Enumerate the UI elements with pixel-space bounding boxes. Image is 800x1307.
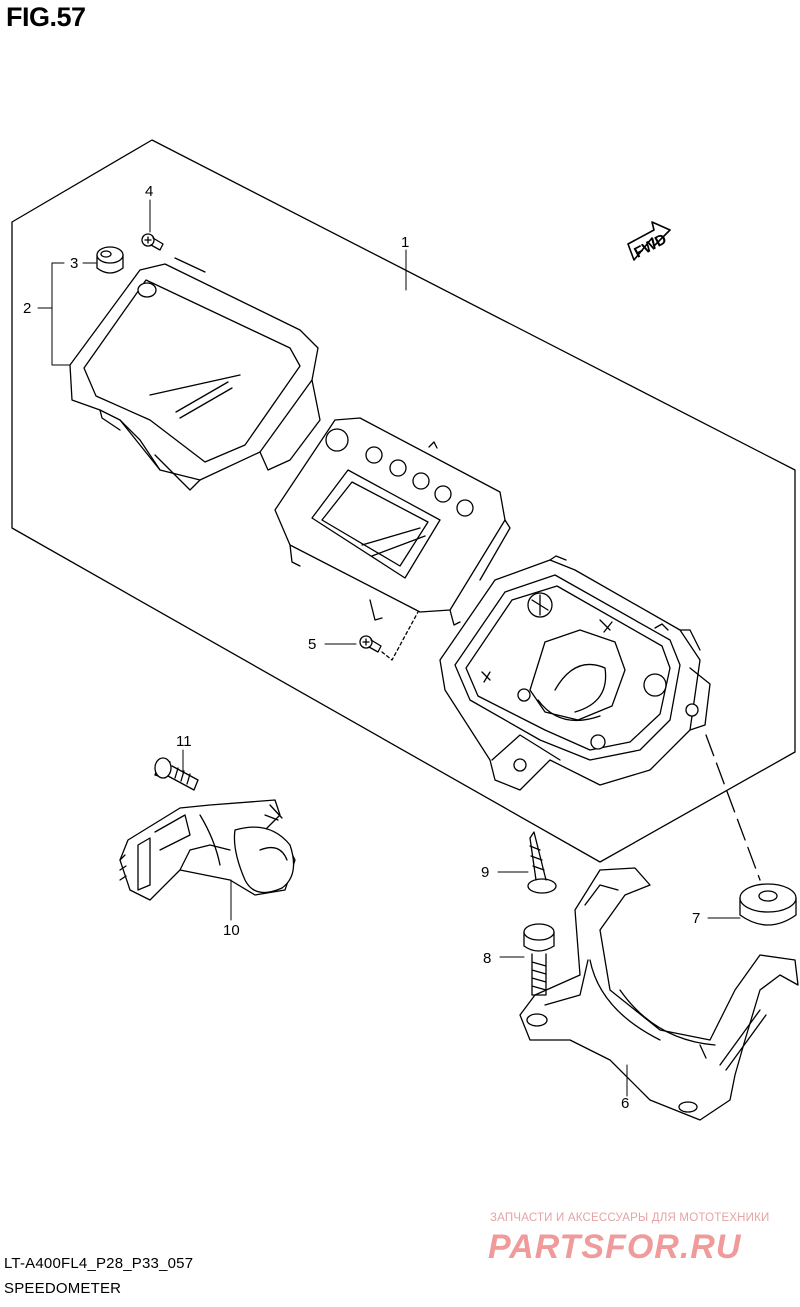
meter-case: [439, 555, 711, 791]
callout-5: 5: [308, 636, 316, 653]
leader-lines: [37, 199, 741, 1097]
callout-10: 10: [223, 922, 240, 939]
watermark-tagline: ЗАПЧАСТИ И АКСЕССУАРЫ ДЛЯ МОТОТЕХНИКИ: [490, 1212, 770, 1224]
callout-6: 6: [621, 1095, 629, 1112]
meter-cover: [69, 257, 321, 491]
callout-4: 4: [145, 183, 153, 200]
callout-3: 3: [70, 255, 78, 272]
screw-4: [141, 233, 164, 251]
watermark-logo: PARTSFOR.RU: [488, 1228, 742, 1266]
callout-2: 2: [23, 300, 31, 317]
fwd-arrow-icon: [627, 221, 671, 261]
grommet: [739, 883, 797, 926]
bolt-8: [523, 923, 555, 996]
bolt-11: [154, 757, 199, 791]
assembly-boundary: [11, 139, 796, 863]
callout-1: 1: [401, 234, 409, 251]
footer-caption: SPEEDOMETER: [4, 1280, 122, 1297]
speed-sensor: [119, 799, 296, 901]
callout-9: 9: [481, 864, 489, 881]
screw-9: [527, 831, 557, 894]
figure-title: FIG.57: [6, 2, 86, 32]
callout-7: 7: [692, 910, 700, 927]
cap-nut: [96, 246, 124, 274]
screw-5: [359, 611, 419, 661]
callout-8: 8: [483, 950, 491, 967]
callout-labels: 1 2 3 4 5 6 7 8 9 10 11: [23, 183, 700, 1112]
speedometer-bracket: [519, 867, 799, 1121]
footer-code: LT-A400FL4_P28_P33_057: [4, 1255, 194, 1272]
grommet-guide: [705, 734, 761, 881]
callout-11: 11: [176, 733, 192, 750]
meter-display-panel: [274, 417, 511, 626]
